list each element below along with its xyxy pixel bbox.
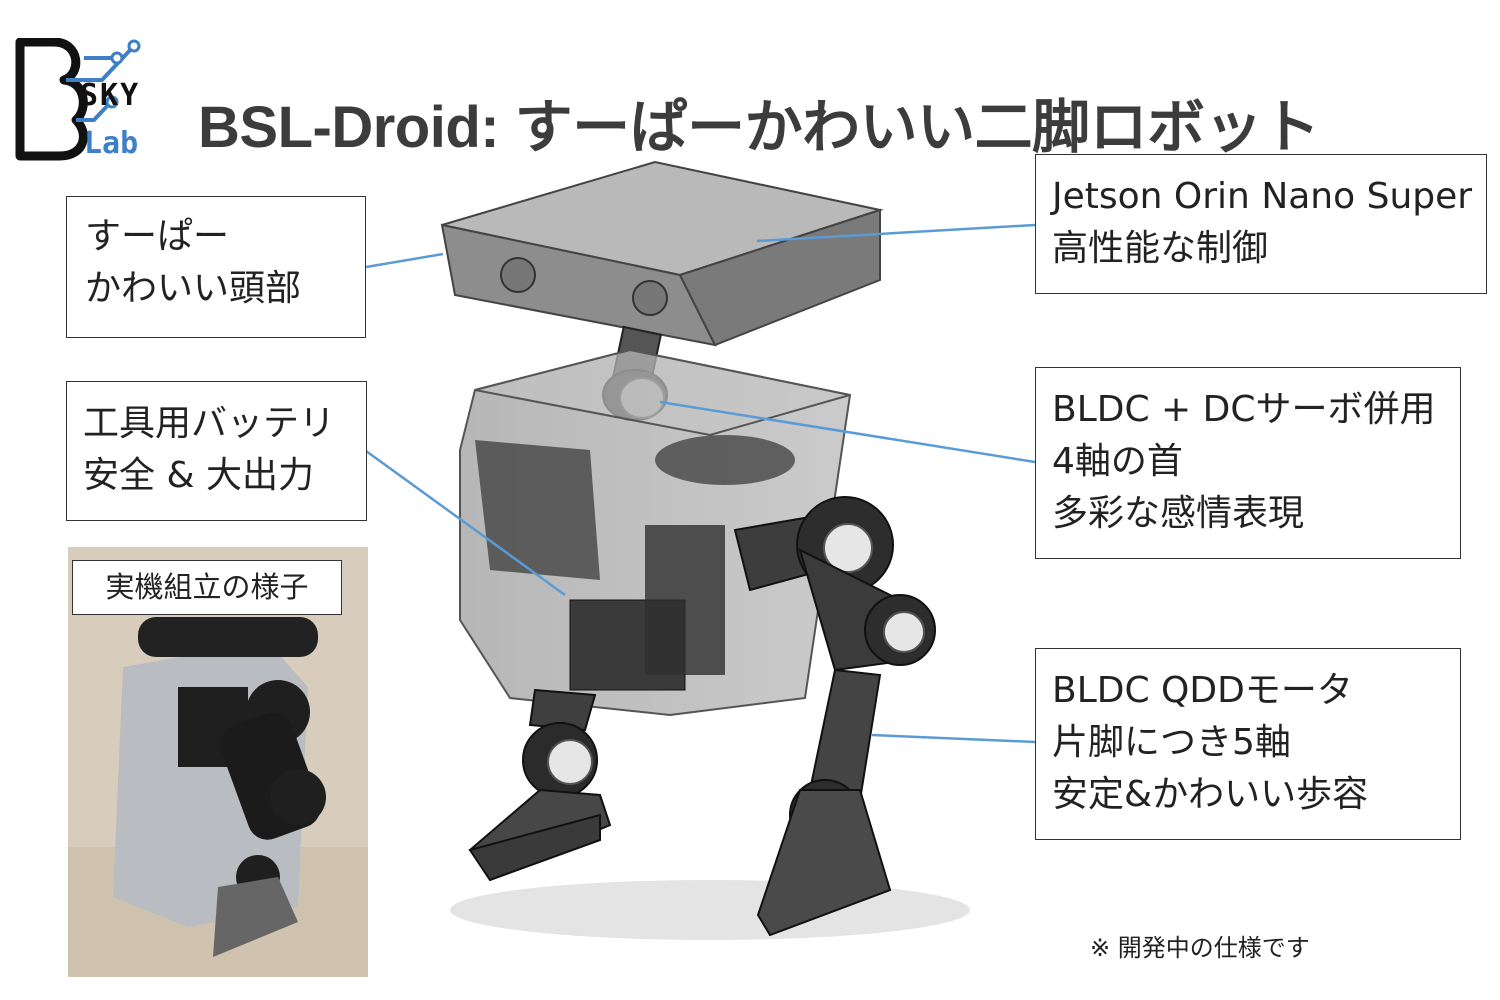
callout-head-line-2: かわいい頭部 <box>85 268 302 309</box>
robot-cad-render <box>440 160 970 940</box>
page-title: BSL-Droid: すーぱーかわいい二脚ロボット <box>198 95 1320 160</box>
bsl-logo <box>15 38 141 161</box>
callout-battery-line-1: 工具用バッテリ <box>83 403 336 444</box>
callout-battery: 工具用バッテリ 安全 & 大出力 <box>66 381 367 521</box>
logo-lab-text: Lab <box>84 126 139 161</box>
callout-battery-line-2: 安全 & 大出力 <box>83 455 314 496</box>
callout-leg: BLDC QDDモータ 片脚につき5軸 安定&かわいい歩容 <box>1035 648 1461 840</box>
callout-jetson: Jetson Orin Nano Super 高性能な制御 <box>1035 154 1487 294</box>
photo-caption: 実機組立の様子 <box>72 560 342 615</box>
callout-head: すーぱー かわいい頭部 <box>66 196 366 338</box>
callout-leg-line-3: 安定&かわいい歩容 <box>1052 774 1369 815</box>
callout-leg-line-1: BLDC QDDモータ <box>1052 670 1353 711</box>
assembly-photo-drawing <box>68 547 368 977</box>
assembly-photo <box>68 547 368 977</box>
logo-sky-text: SKY <box>80 78 141 113</box>
callout-neck-line-1: BLDC + DCサーボ併用 <box>1052 389 1436 430</box>
robot-head <box>440 160 884 347</box>
callout-jetson-line-1: Jetson Orin Nano Super <box>1052 176 1473 217</box>
development-note: ※ 開発中の仕様です <box>1090 934 1310 962</box>
callout-leg-line-2: 片脚につき5軸 <box>1052 722 1291 763</box>
callout-neck-line-3: 多彩な感情表現 <box>1052 493 1305 534</box>
callout-neck: BLDC + DCサーボ併用 4軸の首 多彩な感情表現 <box>1035 367 1461 559</box>
robot-right-leg <box>733 496 936 937</box>
callout-jetson-line-2: 高性能な制御 <box>1052 228 1269 269</box>
callout-head-line-1: すーぱー <box>85 216 230 257</box>
callout-neck-line-2: 4軸の首 <box>1052 441 1183 482</box>
robot-left-leg <box>468 688 612 882</box>
